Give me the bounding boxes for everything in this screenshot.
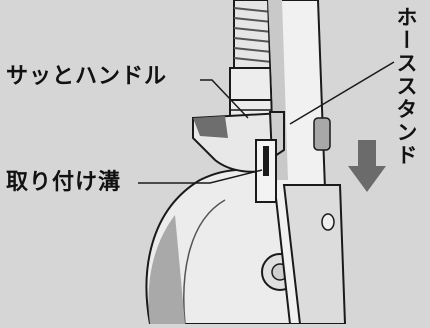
down-arrow <box>348 140 386 192</box>
handle-leader-line <box>200 79 249 119</box>
label-handle: サッとハンドル <box>6 64 168 89</box>
base-housing-shadow <box>148 215 185 324</box>
label-groove: 取り付け溝 <box>6 170 122 195</box>
handle-bracket-dark <box>193 116 228 138</box>
hose-stand-leader-line <box>289 61 395 125</box>
base-housing-inner <box>183 199 226 325</box>
pipe-screw <box>321 213 335 231</box>
hose-ribs <box>233 7 273 63</box>
side-switch <box>313 117 331 151</box>
groove-leader-line <box>138 169 263 184</box>
label-hose-stand: ホーススタンド <box>394 6 418 167</box>
groove-pin <box>263 146 269 176</box>
